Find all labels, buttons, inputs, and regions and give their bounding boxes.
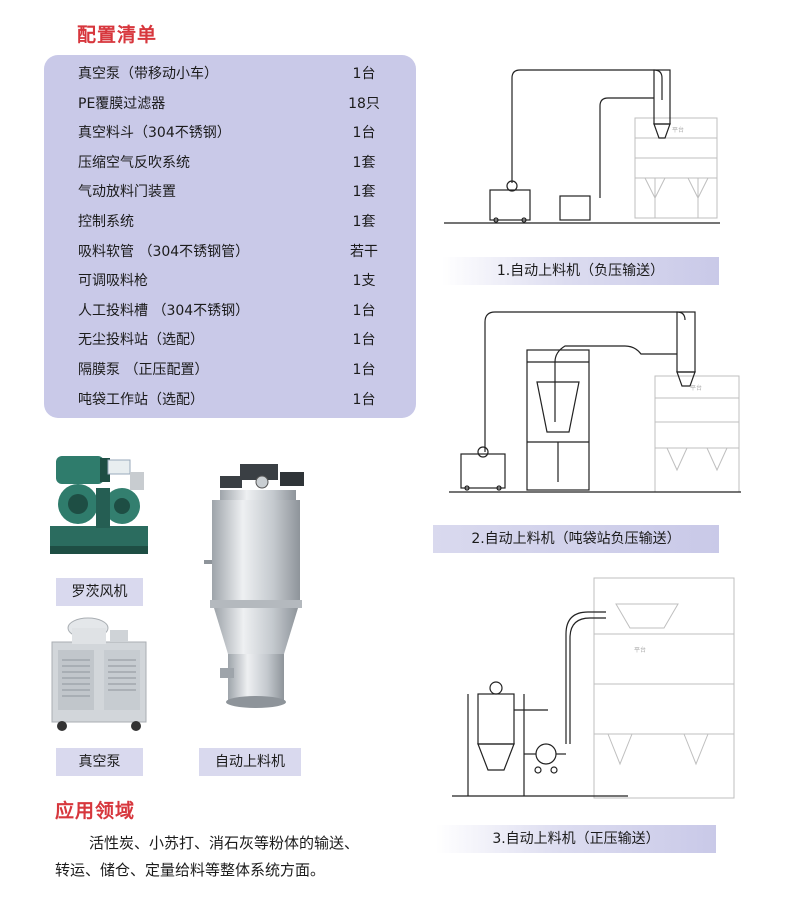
diagram-positive-pressure: 平台 bbox=[452, 577, 735, 799]
platform-label: 平台 bbox=[634, 646, 646, 654]
diagram-ton-bag-station: 平台 bbox=[449, 311, 741, 493]
platform-label: 平台 bbox=[672, 126, 684, 134]
config-item-name: 人工投料槽 （304不锈钢） bbox=[78, 302, 250, 319]
config-item-qty: 1台 bbox=[352, 362, 376, 378]
config-row: 可调吸料枪 1支 bbox=[44, 265, 416, 295]
config-row: 真空泵（带移动小车） 1台 bbox=[44, 58, 416, 88]
diagram-1-caption: 1.自动上料机（负压输送） bbox=[442, 257, 719, 285]
config-item-name: 控制系统 bbox=[78, 214, 134, 230]
application-title: 应用领域 bbox=[55, 800, 136, 822]
config-item-qty: 若干 bbox=[350, 243, 378, 260]
config-item-name: 吸料软管 （304不锈钢管） bbox=[78, 243, 250, 260]
config-row: PE覆膜过滤器 18只 bbox=[44, 88, 416, 118]
config-item-name: 真空泵（带移动小车） bbox=[78, 66, 218, 82]
roots-blower-caption: 罗茨风机 bbox=[56, 578, 143, 606]
config-item-name: 真空料斗（304不锈钢） bbox=[78, 125, 231, 142]
config-title: 配置清单 bbox=[77, 24, 158, 46]
config-row: 无尘投料站（选配） 1台 bbox=[44, 324, 416, 354]
config-row: 人工投料槽 （304不锈钢） 1台 bbox=[44, 295, 416, 325]
config-item-qty: 1套 bbox=[352, 214, 376, 230]
config-row: 真空料斗（304不锈钢） 1台 bbox=[44, 117, 416, 147]
config-list-panel: 真空泵（带移动小车） 1台 PE覆膜过滤器 18只 真空料斗（304不锈钢） 1台 压… bbox=[44, 55, 416, 418]
config-item-qty: 1套 bbox=[352, 184, 376, 201]
config-item-qty: 18只 bbox=[348, 95, 380, 112]
config-item-qty: 1支 bbox=[352, 273, 376, 290]
diagram-2-caption: 2.自动上料机（吨袋站负压输送） bbox=[433, 525, 719, 553]
roots-blower-image bbox=[50, 456, 148, 554]
config-item-name: 可调吸料枪 bbox=[78, 273, 148, 290]
vacuum-pump-caption: 真空泵 bbox=[56, 748, 143, 776]
config-item-qty: 1台 bbox=[352, 302, 376, 319]
config-row: 吨袋工作站（选配） 1台 bbox=[44, 384, 416, 414]
config-item-name: 吨袋工作站（选配） bbox=[78, 391, 204, 408]
config-item-qty: 1台 bbox=[352, 66, 376, 82]
config-item-name: 气动放料门装置 bbox=[78, 184, 176, 201]
auto-loader-caption: 自动上料机 bbox=[199, 748, 301, 776]
config-item-name: 无尘投料站（选配） bbox=[78, 332, 204, 349]
config-item-name: PE覆膜过滤器 bbox=[78, 95, 166, 112]
application-text: 活性炭、小苏打、消石灰等粉体的输送、 转运、储仓、定量给料等整体系统方面。 bbox=[55, 830, 405, 884]
config-item-qty: 1台 bbox=[352, 125, 376, 142]
config-item-qty: 1台 bbox=[352, 391, 376, 408]
config-item-qty: 1套 bbox=[352, 154, 376, 171]
application-line-1: 活性炭、小苏打、消石灰等粉体的输送、 bbox=[89, 834, 360, 852]
config-item-name: 压缩空气反吹系统 bbox=[78, 154, 190, 171]
config-row: 吸料软管 （304不锈钢管） 若干 bbox=[44, 236, 416, 266]
config-item-name: 隔膜泵 （正压配置） bbox=[78, 362, 209, 378]
config-row: 控制系统 1套 bbox=[44, 206, 416, 236]
diagram-negative-pressure: 平台 bbox=[444, 69, 720, 224]
platform-label: 平台 bbox=[690, 384, 702, 392]
config-row: 气动放料门装置 1套 bbox=[44, 176, 416, 206]
diagram-3-caption: 3.自动上料机（正压输送） bbox=[436, 825, 716, 853]
config-row: 压缩空气反吹系统 1套 bbox=[44, 147, 416, 177]
auto-loader-image bbox=[204, 464, 304, 708]
application-line-2: 转运、储仓、定量给料等整体系统方面。 bbox=[55, 861, 326, 879]
vacuum-pump-image bbox=[51, 617, 147, 731]
config-row: 隔膜泵 （正压配置） 1台 bbox=[44, 354, 416, 384]
config-item-qty: 1台 bbox=[352, 332, 376, 349]
